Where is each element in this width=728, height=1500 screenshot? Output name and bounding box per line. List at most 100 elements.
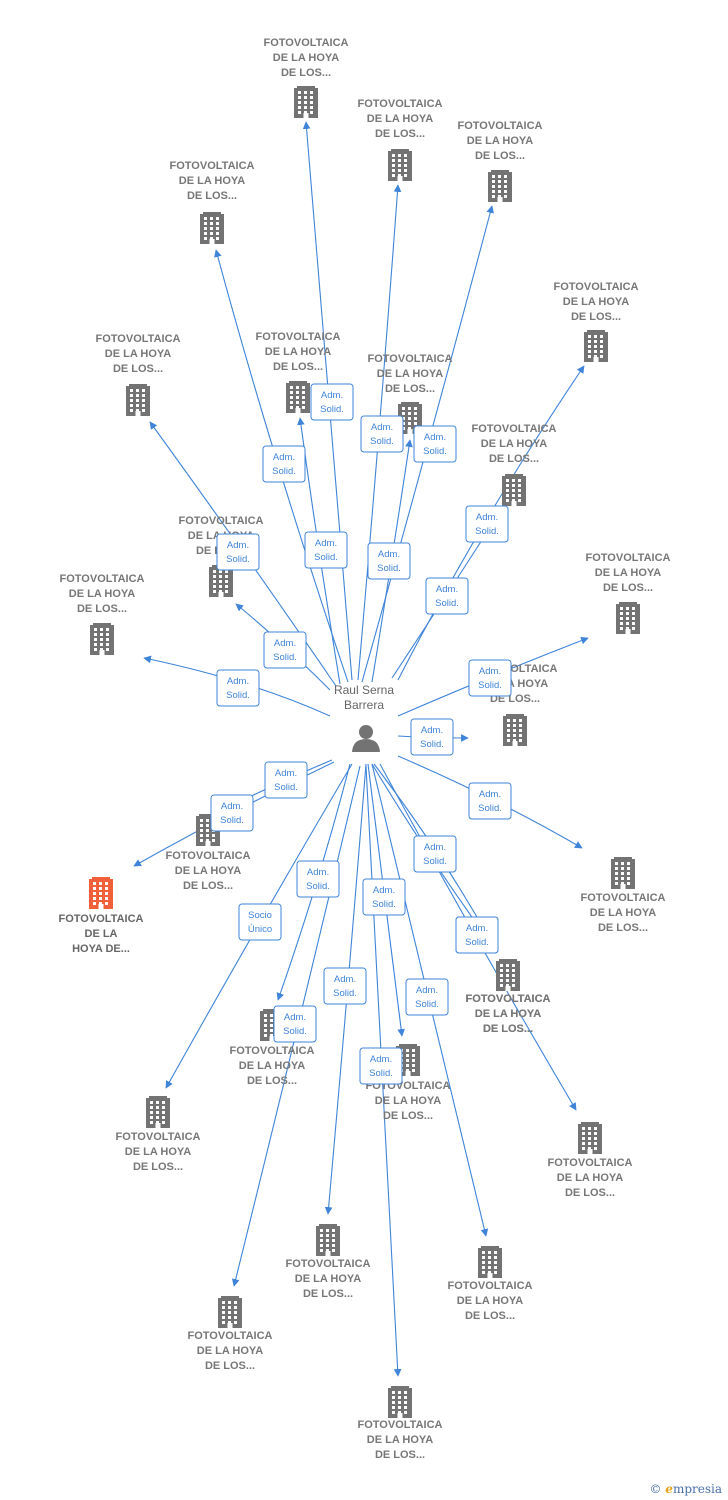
relationship-label[interactable]: Adm.Solid. — [425, 577, 469, 615]
building-icon[interactable] — [616, 602, 640, 634]
relationship-label[interactable]: Adm.Solid. — [362, 878, 406, 916]
brand-initial: e — [665, 1482, 673, 1496]
building-icon[interactable] — [388, 149, 412, 181]
company-name-line: FOTOVOLTAICA — [170, 160, 255, 172]
relationship-label-text: Adm. — [378, 549, 400, 560]
company-name-line: DE LA HOYA — [367, 1434, 433, 1446]
relationship-label[interactable]: Adm.Solid. — [405, 978, 449, 1016]
company-name-line: FOTOVOLTAICA — [548, 1157, 633, 1169]
relationship-label-text: Solid. — [415, 999, 439, 1010]
building-icon[interactable] — [286, 381, 310, 413]
highlighted-building-icon[interactable] — [89, 877, 113, 909]
company-name-line: FOTOVOLTAICA — [166, 850, 251, 862]
relationship-label[interactable]: Adm.Solid. — [216, 669, 260, 707]
relationship-label[interactable]: Adm.Solid. — [264, 761, 308, 799]
company-name-line: FOTOVOLTAICA — [188, 1330, 273, 1342]
company-name-line: DE LA HOYA — [265, 346, 331, 358]
building-icon[interactable] — [584, 330, 608, 362]
company-name-line: DE LA HOYA — [295, 1273, 361, 1285]
company-name-line: FOTOVOLTAICA — [581, 892, 666, 904]
relationship-label-text: Solid. — [420, 739, 444, 750]
relationship-label[interactable]: Adm.Solid. — [413, 425, 457, 463]
building-icon[interactable] — [146, 1096, 170, 1128]
building-icon[interactable] — [488, 170, 512, 202]
relationship-label[interactable]: Adm.Solid. — [310, 383, 354, 421]
company-name-line: DE LA HOYA — [273, 52, 339, 64]
building-icon[interactable] — [90, 623, 114, 655]
relationship-label-text: Adm. — [479, 666, 501, 677]
building-icon[interactable] — [316, 1224, 340, 1256]
company-name-line: DE LOS... — [465, 1310, 515, 1322]
relationship-label-text: Adm. — [315, 538, 337, 549]
relationship-label[interactable]: Adm.Solid. — [210, 794, 254, 832]
building-icon[interactable] — [503, 714, 527, 746]
relationship-label[interactable]: Adm.Solid. — [263, 631, 307, 669]
relationship-label[interactable]: Adm.Solid. — [468, 782, 512, 820]
relationship-label-text: Adm. — [371, 422, 393, 433]
building-icon[interactable] — [218, 1296, 242, 1328]
relationship-label[interactable]: Adm.Solid. — [262, 445, 306, 483]
building-icon[interactable] — [502, 474, 526, 506]
building-icon[interactable] — [388, 1386, 412, 1418]
relationship-label[interactable]: Adm.Solid. — [360, 415, 404, 453]
company-name-line: DE LOS... — [375, 128, 425, 140]
relationship-label[interactable]: Adm.Solid. — [323, 967, 367, 1005]
relationship-label-text: Adm. — [307, 867, 329, 878]
relationship-label[interactable]: Adm.Solid. — [359, 1047, 403, 1085]
building-icon[interactable] — [496, 959, 520, 991]
building-icon[interactable] — [578, 1122, 602, 1154]
relationship-label[interactable]: Adm.Solid. — [468, 659, 512, 697]
relationship-label[interactable]: Adm.Solid. — [367, 542, 411, 580]
relationship-label[interactable]: Adm.Solid. — [413, 835, 457, 873]
relationship-label-text: Adm. — [373, 885, 395, 896]
relationship-label[interactable]: Adm.Solid. — [465, 505, 509, 543]
building-icon[interactable] — [209, 565, 233, 597]
relationship-label[interactable]: Adm.Solid. — [455, 916, 499, 954]
building-icon[interactable] — [126, 384, 150, 416]
building-icon[interactable] — [294, 86, 318, 118]
relationship-label-text: Adm. — [424, 432, 446, 443]
building-icon[interactable] — [200, 212, 224, 244]
building-icon[interactable] — [478, 1246, 502, 1278]
company-name-line: FOTOVOLTAICA — [448, 1280, 533, 1292]
relationship-label[interactable]: Adm.Solid. — [296, 860, 340, 898]
company-name-line: DE LA HOYA — [125, 1146, 191, 1158]
relationship-label[interactable]: Adm.Solid. — [410, 718, 454, 756]
company-name-line: FOTOVOLTAICA — [116, 1131, 201, 1143]
relationship-label[interactable]: Adm.Solid. — [273, 1005, 317, 1043]
relationship-label-text: Solid. — [220, 815, 244, 826]
relationship-label-text: Socio — [248, 910, 272, 921]
company-name-line: FOTOVOLTAICA — [554, 281, 639, 293]
relationship-label-text: Único — [248, 924, 272, 935]
relationship-label-text: Adm. — [227, 676, 249, 687]
company-name-line: DE LOS... — [247, 1075, 297, 1087]
company-name-line: DE LA — [85, 928, 118, 940]
company-name-line: DE LOS... — [489, 453, 539, 465]
relationship-label[interactable]: Adm.Solid. — [304, 531, 348, 569]
building-icon[interactable] — [611, 857, 635, 889]
relationship-label[interactable]: Adm.Solid. — [216, 533, 260, 571]
